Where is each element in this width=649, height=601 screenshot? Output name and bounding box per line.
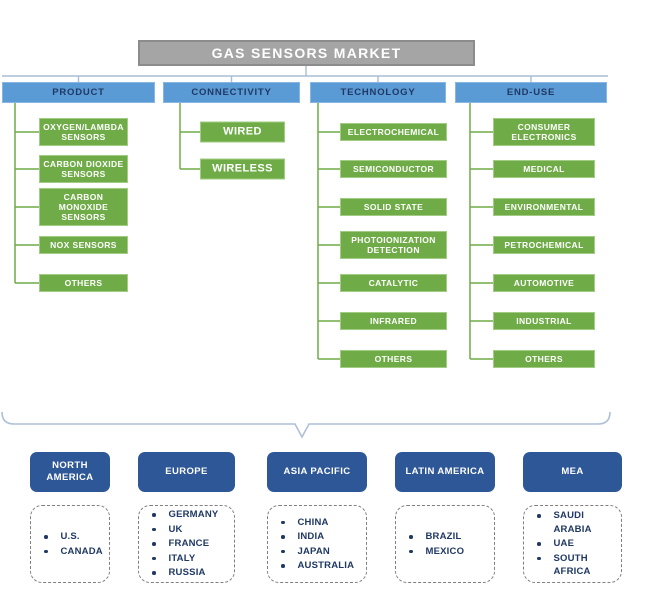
country-list-item: JAPAN [281,545,361,559]
country-label: CANADA [60,545,103,557]
node-semiconductor: SEMICONDUCTOR [340,159,447,179]
bullet-icon [152,571,156,575]
region-header-mea: MEA [523,452,622,492]
node-carbon-monoxide-sensors: CARBON MONOXIDE SENSORS [39,187,128,227]
bullet-icon [152,556,156,561]
connector-path [1,411,611,439]
country-list-item: CHINA [281,516,361,530]
diagram-title: GAS SENSORS MARKET [138,40,475,66]
node-wireless: WIRELESS [200,158,285,180]
country-list-europe: GERMANY UK FRANCE ITALY RUSSIA [138,505,235,583]
region-header-asia-pacific: ASIA PACIFIC [267,452,367,492]
bullet-icon [152,513,156,517]
bullet-icon [281,564,285,568]
node-industrial: INDUSTRIAL [493,311,595,331]
node-others: OTHERS [39,273,128,293]
column-header-product: PRODUCT [2,82,155,103]
node-automotive: AUTOMOTIVE [493,273,595,293]
region-header-latin-america: LATIN AMERICA [395,452,495,492]
column-header-technology: TECHNOLOGY [310,82,446,103]
country-label: INDIA [297,531,325,542]
bullet-icon [281,535,285,539]
country-label: RUSSIA [168,567,206,579]
country-list-item: SOUTH AFRICA [537,552,616,579]
node-medical: MEDICAL [493,159,595,179]
country-label: JAPAN [297,545,330,557]
bullet-icon [152,527,156,532]
node-others: OTHERS [493,349,595,369]
node-electrochemical: ELECTROCHEMICAL [340,122,447,142]
node-carbon-dioxide-sensors: CARBON DIOXIDE SENSORS [39,154,128,184]
bullet-icon [152,542,156,546]
country-list-mea: SAUDI ARABIA UAE SOUTH AFRICA [523,505,622,583]
country-label: SOUTH AFRICA [553,552,591,578]
node-environmental: ENVIRONMENTAL [493,197,595,217]
node-catalytic: CATALYTIC [340,273,447,293]
bullet-icon [537,542,541,546]
node-wired: WIRED [200,121,285,143]
bullet-icon [537,556,541,561]
region-header-north-america: NORTH AMERICA [30,452,110,492]
country-list-item: UAE [537,537,616,551]
country-list-north-america: U.S. CANADA [30,505,110,583]
country-list-item: CANADA [44,545,104,559]
country-list-latin-america: BRAZIL MEXICO [395,505,495,583]
country-list-asia-pacific: CHINA INDIA JAPAN AUSTRALIA [267,505,367,583]
country-list-item: MEXICO [409,545,489,559]
country-list-item: UK [152,523,229,537]
country-label: ITALY [168,552,196,564]
country-label: SAUDI ARABIA [553,510,592,535]
country-list-item: GERMANY [152,508,229,522]
bullet-icon [281,520,285,524]
node-solid-state: SOLID STATE [340,197,447,217]
country-list-item: RUSSIA [152,566,229,580]
node-infrared: INFRARED [340,311,447,331]
country-list-item: U.S. [44,530,104,544]
node-consumer-electronics: CONSUMER ELECTRONICS [493,117,595,147]
region-header-europe: EUROPE [138,452,235,492]
node-oxygen-lambda-sensors: OXYGEN/LAMBDA SENSORS [39,117,128,147]
country-label: BRAZIL [425,531,462,542]
node-photoionization-detection: PHOTOIONIZATION DETECTION [340,230,447,260]
country-label: FRANCE [168,538,210,550]
country-label: GERMANY [168,509,219,521]
bullet-icon [537,514,541,518]
country-list-item: BRAZIL [409,530,489,544]
bullet-icon [44,549,48,553]
country-list-item: FRANCE [152,537,229,551]
node-nox-sensors: NOX SENSORS [39,235,128,255]
bullet-icon [409,549,413,553]
country-list-item: INDIA [281,530,361,544]
country-label: UK [168,523,183,535]
column-header-connectivity: CONNECTIVITY [163,82,300,103]
country-label: CHINA [297,516,329,528]
country-list-item: AUSTRALIA [281,559,361,573]
country-list-item: SAUDI ARABIA [537,509,616,536]
country-label: MEXICO [425,545,465,557]
country-label: AUSTRALIA [297,560,355,571]
bullet-icon [281,549,285,553]
bullet-icon [44,535,48,539]
bullet-icon [409,535,413,539]
node-petrochemical: PETROCHEMICAL [493,235,595,255]
country-label: U.S. [60,531,80,542]
column-header-end-use: END-USE [455,82,607,103]
country-label: UAE [553,538,575,550]
node-others: OTHERS [340,349,447,369]
country-list-item: ITALY [152,552,229,566]
